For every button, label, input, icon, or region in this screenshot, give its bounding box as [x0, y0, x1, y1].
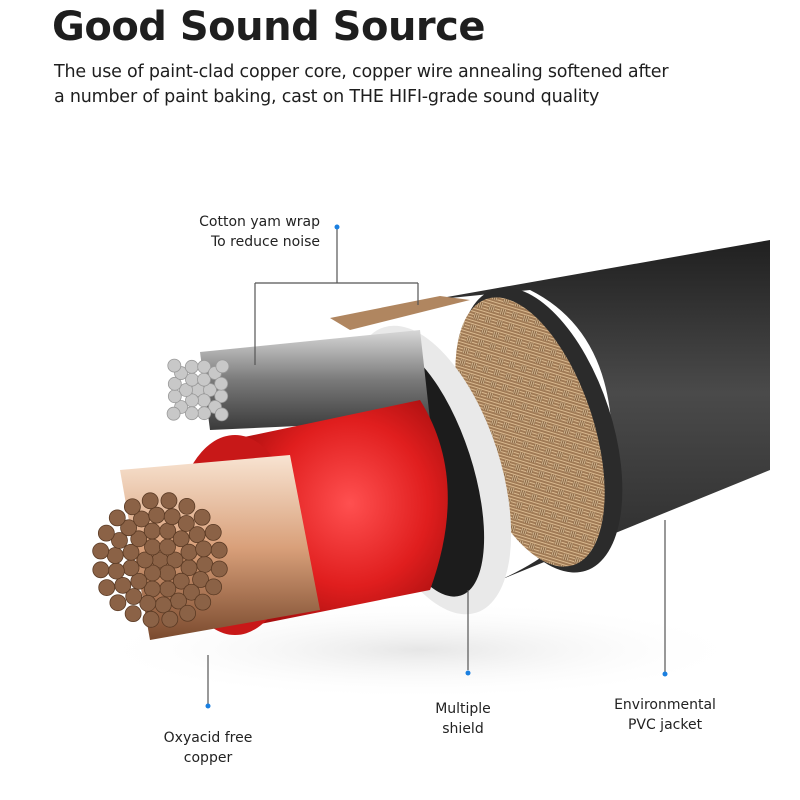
strand-end — [166, 406, 181, 421]
strand-end — [122, 559, 140, 577]
strand-end — [184, 406, 199, 421]
strand-end — [106, 547, 124, 564]
strand-end — [114, 576, 132, 594]
strand-end — [196, 556, 214, 573]
description-line-2: a number of paint baking, cast on THE HI… — [54, 87, 600, 107]
strand-end — [141, 492, 159, 510]
strand-end — [183, 583, 200, 601]
strand-end — [179, 383, 193, 397]
strand-end — [197, 406, 212, 421]
strand-end — [204, 523, 222, 541]
strand-end — [111, 532, 128, 549]
strand-end — [194, 593, 212, 611]
strand-end — [193, 508, 211, 526]
callout-cotton-wrap: Cotton yam wrap To reduce noise — [199, 214, 320, 250]
strand-end — [161, 610, 179, 628]
callout-pvc-jacket: Environmental PVC jacket — [614, 697, 716, 733]
strand-end — [163, 508, 181, 526]
shield-top-band — [330, 296, 470, 330]
page-title: Good Sound Source — [52, 4, 485, 50]
leader-lines — [207, 229, 666, 704]
strand-end — [210, 541, 228, 559]
pvc-jacket — [430, 240, 770, 580]
strand-end — [172, 530, 190, 548]
strand-end — [107, 562, 125, 580]
callout-multiple-shield: Multiple shield — [435, 701, 491, 737]
strand-end — [188, 526, 206, 544]
callout-dots — [205, 224, 668, 709]
callout-dot-copper — [205, 703, 211, 709]
strand-end — [214, 407, 229, 422]
leader-cotton — [254, 229, 419, 365]
strand-end — [178, 497, 196, 515]
strand-end — [139, 594, 157, 612]
strand-end — [159, 564, 176, 582]
callout-dot-shield — [465, 670, 471, 676]
description-line-1: The use of paint-clad copper core, coppe… — [54, 62, 669, 82]
strand-end — [97, 524, 115, 542]
strand-end — [166, 551, 184, 569]
strand-end — [109, 594, 127, 612]
strand-end — [124, 605, 142, 623]
strand-end — [136, 551, 154, 569]
strand-end — [123, 498, 141, 516]
strand-end — [180, 543, 198, 561]
callout-oxyacid-copper: Oxyacid free copper — [163, 730, 253, 766]
strand-end — [120, 519, 137, 537]
strand-end — [167, 376, 182, 391]
strand-end — [160, 492, 178, 510]
strand-end — [159, 538, 176, 556]
strand-end — [98, 579, 116, 597]
strand-end — [177, 515, 195, 532]
strand-end — [142, 610, 160, 628]
strand-end — [172, 572, 190, 590]
strand-end — [125, 588, 143, 605]
strand-end — [148, 506, 166, 524]
callout-dot-cotton — [334, 224, 340, 230]
strand-end — [215, 359, 230, 374]
strand-end — [167, 389, 182, 404]
strand-end — [154, 596, 172, 614]
strand-end — [214, 376, 229, 391]
strand-end — [195, 540, 213, 558]
strand-end — [92, 542, 110, 560]
strand-end — [108, 509, 126, 527]
description: The use of paint-clad copper core, coppe… — [54, 60, 774, 110]
strand-end — [197, 359, 212, 374]
strand-end — [144, 538, 161, 556]
silver-conductor-body — [200, 330, 430, 430]
strand-end — [203, 383, 217, 397]
strand-end — [179, 604, 197, 622]
strand-end — [92, 561, 110, 579]
strand-end — [192, 571, 209, 588]
copper-strands — [92, 492, 228, 628]
strand-end — [184, 359, 199, 374]
strand-end — [130, 572, 148, 590]
strand-end — [167, 358, 182, 373]
callout-dot-jacket — [662, 671, 668, 677]
silver-strands — [166, 358, 230, 422]
strand-end — [122, 543, 140, 561]
strand-end — [130, 530, 148, 548]
strand-end — [205, 578, 223, 596]
strand-end — [210, 560, 228, 578]
